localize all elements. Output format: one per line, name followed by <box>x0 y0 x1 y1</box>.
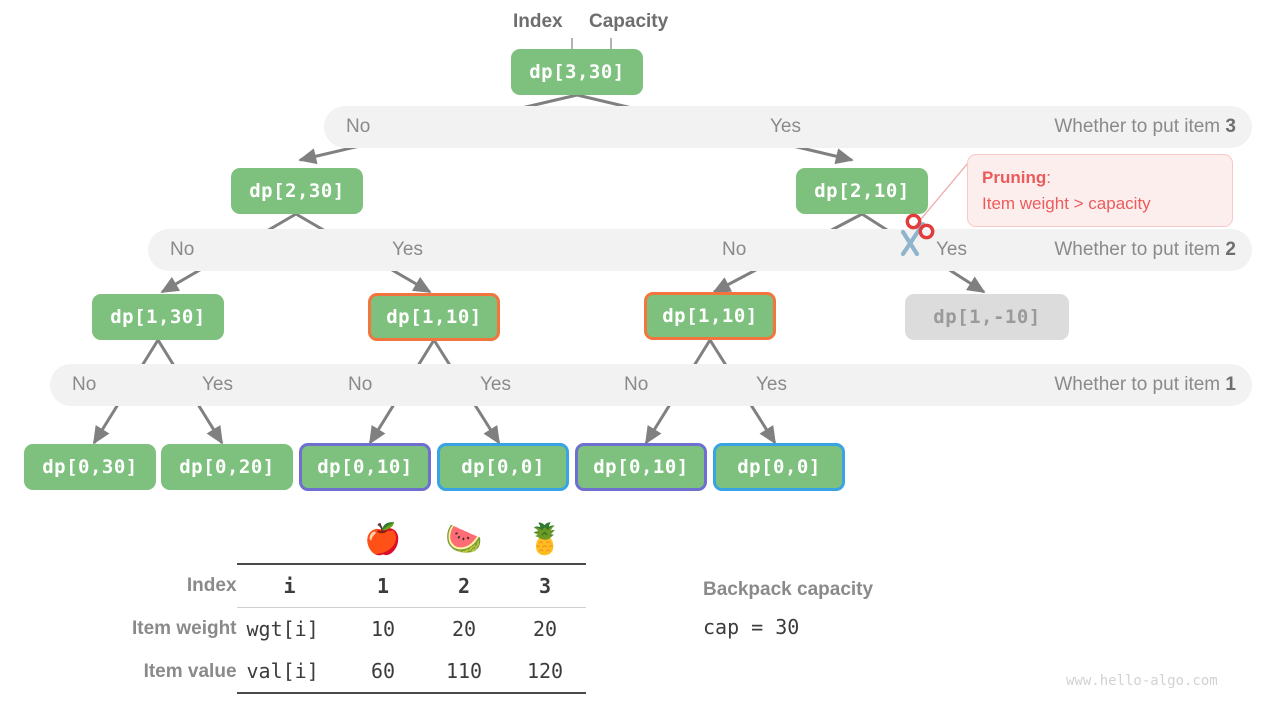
band1-choice-no-3: No <box>624 374 649 395</box>
band1-title-text: Whether to put item <box>1054 374 1226 395</box>
band2-title-num: 2 <box>1225 239 1236 260</box>
row-label-index: Index <box>186 574 237 596</box>
band3-title: Whether to put item 3 <box>1054 106 1236 148</box>
item-table: 🍎 🍉 🍍 Index i 1 2 3 Item weight wgt[i] 1… <box>132 517 586 695</box>
band1-choice-yes-2: Yes <box>480 374 511 395</box>
band1-choice-no-2: No <box>348 374 373 395</box>
cell-key-val: val[i] <box>246 659 319 683</box>
tree-node-dp-1-30[interactable]: dp[1,30] <box>92 294 224 340</box>
band2-choice-yes-1: Yes <box>392 239 423 260</box>
pruning-callout-colon: : <box>1046 168 1051 187</box>
tree-node-dp-1-neg10-pruned: dp[1,-10] <box>905 294 1069 340</box>
capacity-header-label: Capacity <box>589 11 669 32</box>
cell-key-i: i <box>236 563 343 608</box>
tree-node-dp-1-10-left[interactable]: dp[1,10] <box>368 293 500 341</box>
pruning-callout: Pruning: Item weight > capacity <box>967 154 1233 227</box>
row-label-item-weight: Item weight <box>132 617 237 639</box>
tree-leaf-dp-0-10-left[interactable]: dp[0,10] <box>299 443 431 491</box>
index-tick <box>571 38 573 56</box>
cell-value-1: 60 <box>370 659 396 683</box>
band3-choice-no: No <box>346 116 371 137</box>
scissors-icon <box>900 213 935 257</box>
cell-value-2: 110 <box>445 659 483 683</box>
cell-weight-2: 20 <box>423 607 505 650</box>
band3-title-num: 3 <box>1225 116 1236 137</box>
band1-title: Whether to put item 1 <box>1054 364 1236 406</box>
table-bottom-rule <box>132 692 586 695</box>
row-label-item-value: Item value <box>143 660 237 682</box>
tree-leaf-dp-0-10-right[interactable]: dp[0,10] <box>575 443 707 491</box>
band2-choice-yes-2: Yes <box>936 239 967 260</box>
pruning-callout-title: Pruning <box>982 168 1047 187</box>
tree-node-dp-1-10-right[interactable]: dp[1,10] <box>644 292 776 340</box>
band3-choice-yes: Yes <box>770 116 801 137</box>
site-watermark: www.hello-algo.com <box>1066 673 1218 689</box>
cell-index-1: 1 <box>342 563 424 608</box>
band1-choice-yes-3: Yes <box>756 374 787 395</box>
decision-band-item-1: No Yes No Yes No Yes Whether to put item… <box>50 364 1252 406</box>
band1-title-num: 1 <box>1225 374 1236 395</box>
cell-key-wgt: wgt[i] <box>236 607 343 650</box>
table-row-index: Index i 1 2 3 <box>132 563 586 608</box>
tree-leaf-dp-0-30[interactable]: dp[0,30] <box>24 444 156 490</box>
tree-leaf-dp-0-0-right[interactable]: dp[0,0] <box>713 443 845 491</box>
cell-index-3: 3 <box>504 563 586 608</box>
capacity-tick <box>610 38 612 56</box>
backpack-capacity-value: cap = 30 <box>703 615 800 639</box>
band3-title-text: Whether to put item <box>1054 116 1226 137</box>
band1-choice-no-1: No <box>72 374 97 395</box>
watermelon-icon: 🍉 <box>445 523 483 556</box>
table-row-emoji: 🍎 🍉 🍍 <box>132 517 586 564</box>
decision-band-item-2: No Yes No Yes Whether to put item 2 <box>148 229 1252 271</box>
pruning-callout-body: Item weight > capacity <box>982 193 1151 213</box>
tree-leaf-dp-0-20[interactable]: dp[0,20] <box>161 444 293 490</box>
cell-value-3: 120 <box>526 659 564 683</box>
backpack-capacity-title: Backpack capacity <box>703 579 874 600</box>
cell-index-2: 2 <box>423 563 505 608</box>
band2-choice-no-2: No <box>722 239 747 260</box>
cell-weight-1: 10 <box>342 607 424 650</box>
band2-title: Whether to put item 2 <box>1054 229 1236 271</box>
band1-choice-yes-1: Yes <box>202 374 233 395</box>
tree-node-dp-2-10[interactable]: dp[2,10] <box>796 168 928 214</box>
decision-band-item-3: No Yes Whether to put item 3 <box>324 106 1252 148</box>
tree-node-dp-3-30[interactable]: dp[3,30] <box>511 49 643 95</box>
item-data-table: 🍎 🍉 🍍 Index i 1 2 3 Item weight wgt[i] 1… <box>132 517 586 695</box>
table-row-weight: Item weight wgt[i] 10 20 20 <box>132 607 586 650</box>
band2-title-text: Whether to put item <box>1054 239 1226 260</box>
table-row-value: Item value val[i] 60 110 120 <box>132 650 586 693</box>
index-header-label: Index <box>513 11 563 32</box>
pruning-callout-title-line: Pruning: <box>982 165 1218 191</box>
tree-node-dp-2-30[interactable]: dp[2,30] <box>231 168 363 214</box>
tree-leaf-dp-0-0-left[interactable]: dp[0,0] <box>437 443 569 491</box>
pineapple-icon: 🍍 <box>526 523 564 556</box>
apple-icon: 🍎 <box>364 523 402 556</box>
band2-choice-no-1: No <box>170 239 195 260</box>
cell-weight-3: 20 <box>504 607 586 650</box>
